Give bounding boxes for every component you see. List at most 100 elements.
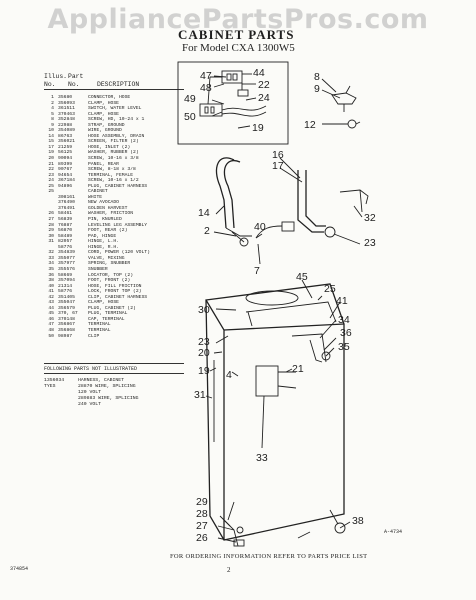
illus-no: 5 [51, 111, 54, 117]
part-description: HARNESS, CABINET [78, 378, 125, 383]
illus-no: 17 [48, 144, 54, 150]
illus-no: 43 [48, 300, 54, 306]
illus-no: 26 [48, 211, 54, 217]
callout-34: 34 [338, 314, 350, 326]
callout-2: 2 [204, 225, 210, 237]
illus-no: 22 [48, 167, 54, 173]
parts-row: 24 367184 SCREW, 10-16 x 1/2 [44, 178, 194, 184]
callout-50: 50 [184, 111, 196, 123]
part-description: FOOT, FRONT (2) [88, 278, 131, 284]
part-number: 356093 [58, 100, 75, 106]
parts-row: 8 352848 SCREW, HD, 10-24 x 1 [44, 117, 194, 123]
part-description: 120 VOLT [78, 390, 102, 395]
document-code: 374854 [10, 566, 29, 572]
inlet-hose-drawing [297, 170, 369, 238]
part-number: 21314 [58, 283, 73, 289]
part-description: HOSE, INLET (2) [88, 144, 131, 150]
part-description: CLIP, CABINET HARNESS [88, 294, 148, 300]
part-number: 94654 [58, 172, 73, 178]
part-description: SCREW, HD, 10-24 x 1 [88, 117, 145, 123]
part-number: 357094 [58, 278, 75, 284]
part-number: 356867 [58, 322, 75, 328]
part-description: 240 VOLT [78, 402, 102, 407]
part-number: 352848 [58, 117, 75, 123]
callout-26: 26 [196, 532, 208, 544]
illus-no: 50 [48, 333, 54, 339]
part-description: HINGE, R.H. [88, 244, 119, 250]
illus-no: 23 [48, 172, 54, 178]
illus-no: 19 [48, 150, 54, 156]
callout-19-left: 19 [198, 365, 210, 377]
hose-connector-drawing [255, 221, 295, 239]
illus-no: 45 [48, 311, 54, 317]
part-description: VALVE, MIXING [88, 255, 125, 261]
callout-47: 47 [200, 70, 212, 82]
part-number: 90094 [58, 156, 73, 162]
part-number: 56839 [58, 217, 73, 223]
illus-no: 4 [51, 106, 54, 112]
illus-no: 8 [51, 117, 54, 123]
illus-header: Illus. [44, 73, 68, 80]
section-rule-2 [44, 373, 184, 374]
callout-4: 4 [226, 369, 232, 381]
part-description: TERMINAL [88, 322, 111, 328]
illus-no: 24 [48, 178, 54, 184]
part-header: Part [68, 73, 84, 80]
callout-12: 12 [304, 119, 316, 131]
part-number: 370148 [58, 316, 75, 322]
callout-24: 24 [258, 92, 270, 104]
part-number: 354089 [58, 128, 75, 134]
part-number: 58461 [58, 211, 73, 217]
illus-no: 1 [51, 95, 54, 100]
illus-no: 28 [48, 222, 54, 228]
illus-no: 9 [51, 122, 54, 128]
part-number: 35680 [58, 95, 73, 100]
callout-25: 25 [324, 283, 336, 295]
callout-35: 35 [338, 341, 350, 353]
watermark-text: AppliancePartsPros.com [47, 4, 429, 35]
illus-no: 25 [48, 189, 54, 195]
part-number: 367184 [58, 178, 75, 184]
callout-40: 40 [254, 221, 266, 233]
callout-9: 9 [314, 83, 320, 95]
part-number: 370, 67 [58, 311, 78, 317]
part-number: 56125 [58, 150, 73, 156]
part-description: 28870 WIRE, SPLICING [78, 384, 136, 389]
part-description: NEW AVOCADO [88, 200, 119, 206]
part-number: 58669 [58, 272, 73, 278]
part-description: PLUG, CABINET (2) [88, 305, 136, 311]
parts-row: 17 21259 HOSE, INLET (2) [44, 145, 194, 151]
mixing-valve-shape [255, 365, 279, 397]
description-header: DESCRIPTION [97, 81, 140, 88]
illus-no: 25 [48, 183, 54, 189]
part-description: SNUBBER [88, 266, 108, 272]
part-description: SCREW, 10-16 x 1/2 [88, 178, 139, 184]
part-description: CLAMP, HOSE [88, 100, 119, 106]
illus-no: 42 [48, 294, 54, 300]
callout-49: 49 [184, 93, 196, 105]
illus-no: 44 [48, 305, 54, 311]
part-description: CLAMP, HOSE [88, 111, 119, 117]
illus-no: 46 [48, 316, 54, 322]
water-switch-drawing [331, 85, 361, 129]
not-illustrated-row: 120 VOLT [44, 390, 194, 396]
callout-44: 44 [253, 67, 265, 79]
part-number: 56870 [58, 228, 73, 234]
part-number: 21259 [58, 144, 73, 150]
part-description: WASHER, FRICTION [88, 211, 134, 217]
